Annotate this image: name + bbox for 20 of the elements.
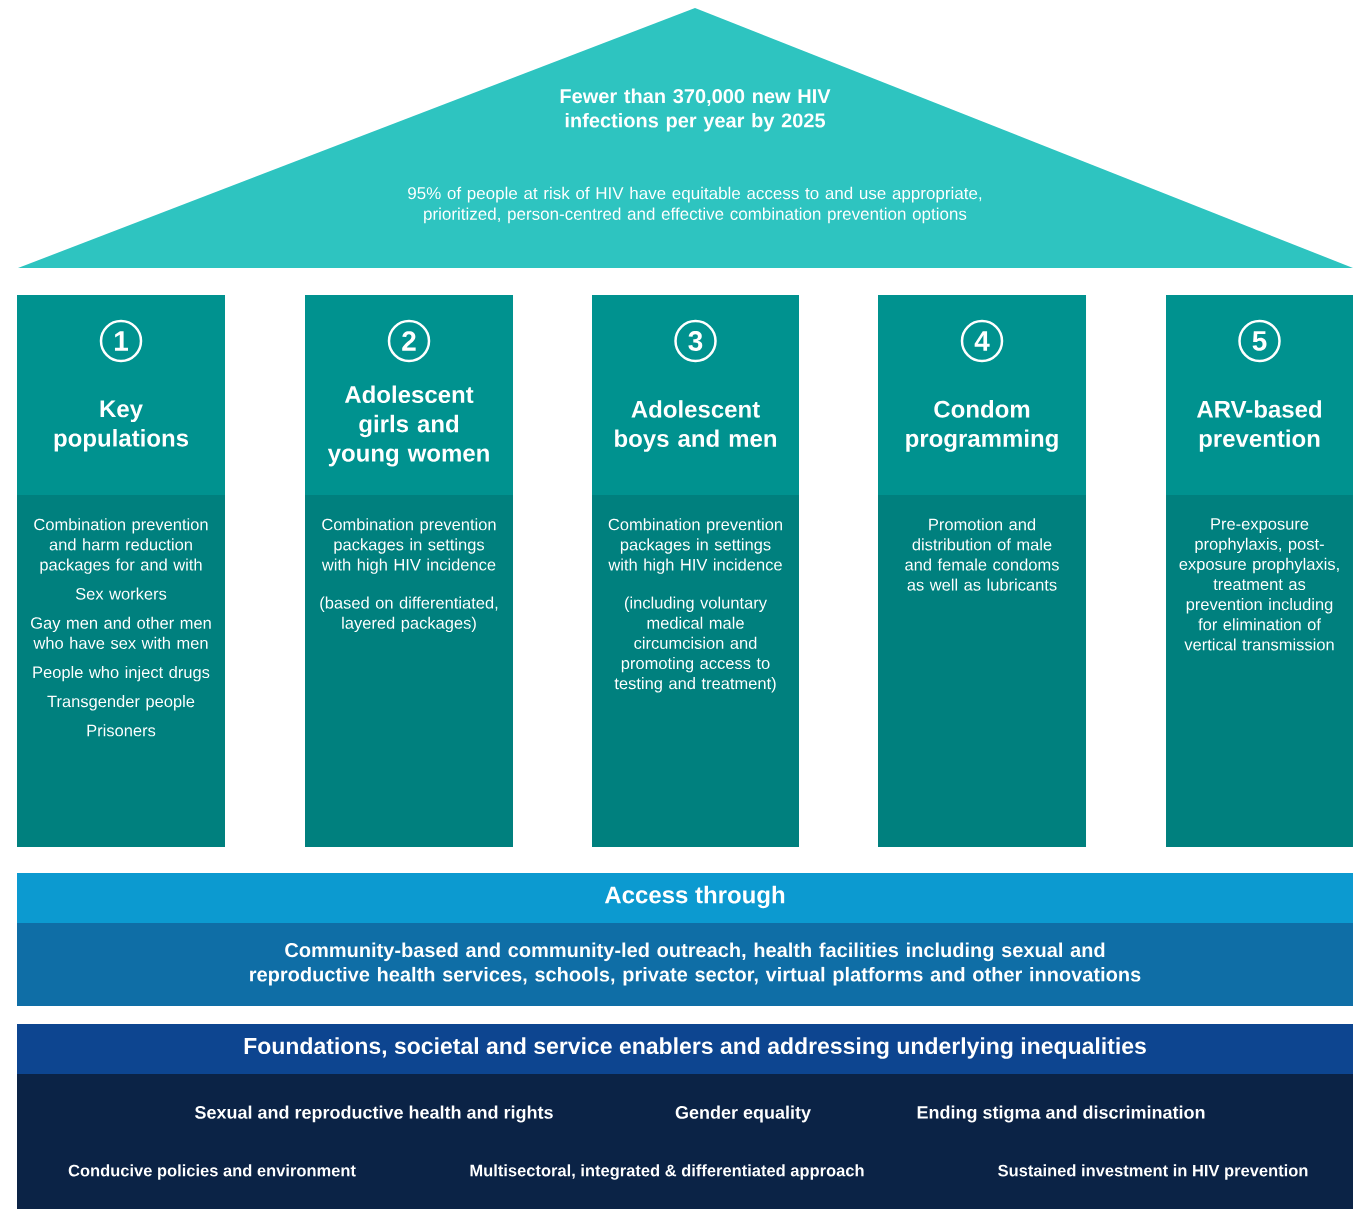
band-heading: Foundations, societal and service enablers and addressing underlying inequalities (244, 1037, 1146, 1059)
pillar-text: Combination prevention packages in settings with high HIV incidence (based on differentiated, layered packages) (320, 518, 498, 633)
pillar-title: Adolescent boys and men (615, 400, 776, 452)
pillar-text: Combination prevention and harm reduction packages for and with Sex workers Gay men and other men who have sex with men People who inject drugs Transgender people Prisoners (31, 518, 211, 737)
node-label: People who inject drugs (33, 665, 210, 682)
pillar-title: Key populations (54, 400, 189, 452)
node-label: Prisoners (87, 724, 156, 737)
roof-text: 95% of people at risk of HIV have equitable access to and use appropriate, prioritized, person-centred and effective combination prevention options (408, 186, 982, 224)
node-label: Transgender people (47, 695, 195, 711)
headline: Fewer than 370,000 new HIV infections per year by 2025 (560, 88, 831, 132)
pillar-title: Adolescent girls and young women (327, 385, 489, 467)
node-label: Sex workers (75, 587, 167, 600)
pillar-title: ARV-based prevention (1196, 400, 1322, 452)
pillar-title: Condom programming (906, 400, 1058, 452)
pillar-text: Pre-exposure prophylaxis, post-exposure prophylaxis, treatment as prevention including for elimination of vertical transmission (1179, 518, 1339, 651)
node-label: Combination prevention and harm reduction packages for and with (34, 518, 208, 574)
band-heading: Access through (604, 885, 785, 909)
pillar-text: Promotion and distribution of male and female condoms as well as lubricants (905, 518, 1059, 591)
pillar-text: Combination prevention packages in settings with high HIV incidence (including voluntary medical male circumcision and promoting access to testing and treatment) (608, 518, 782, 693)
node-label: Gay men and other men who have sex with men (31, 616, 211, 649)
